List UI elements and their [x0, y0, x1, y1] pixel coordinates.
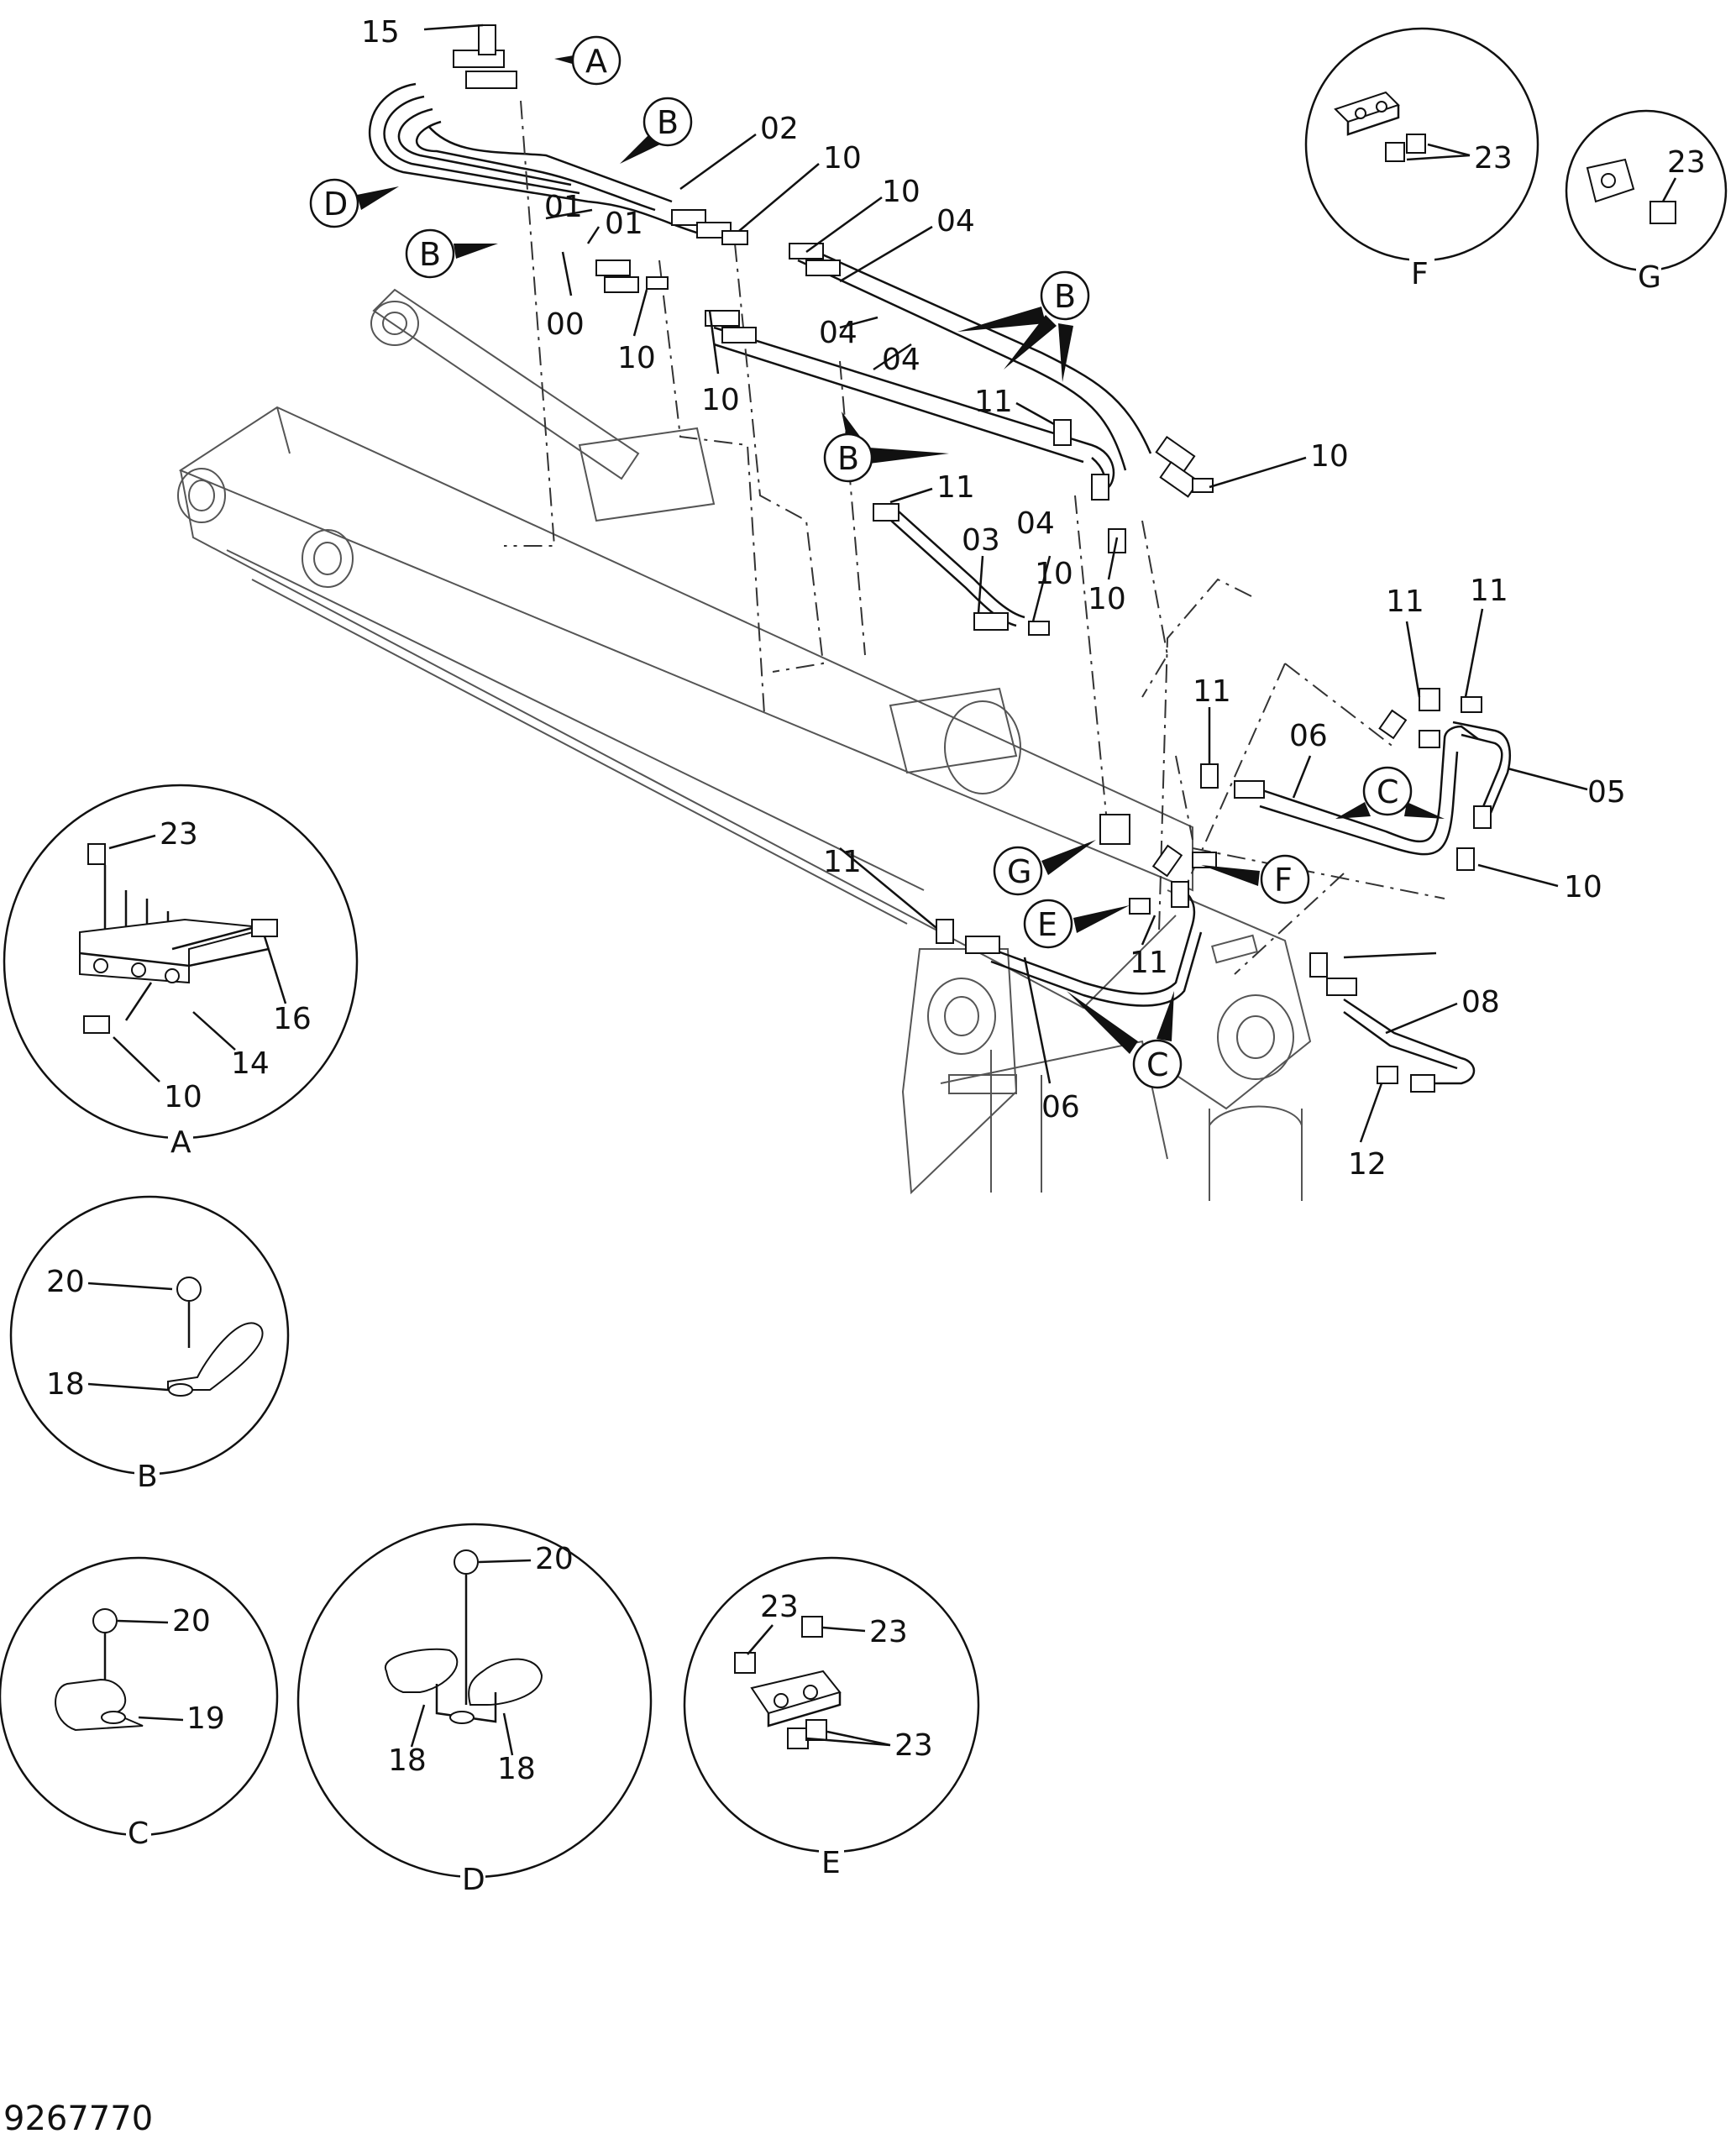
part-label: 10: [1035, 557, 1073, 591]
detail-ref-letter: A: [585, 43, 607, 80]
part-label: 11: [1386, 585, 1424, 619]
detail-E: 23 23 23 E: [683, 1556, 980, 1880]
part-label: 06: [1041, 1090, 1080, 1125]
detail-ref-B: B: [823, 412, 949, 483]
detail-ref-F: F: [1201, 854, 1310, 904]
detail-A-label: 14: [231, 1046, 270, 1081]
detail-ref-letter: C: [1146, 1046, 1169, 1083]
part-label: 10: [1088, 582, 1126, 616]
detail-letter: F: [1411, 257, 1429, 291]
leader-lines: [504, 100, 1445, 975]
detail-B: 20 18 B: [9, 1195, 290, 1494]
detail-A-label: 23: [160, 817, 198, 852]
label-leaders: [423, 24, 1588, 1143]
detail-ref-letter: C: [1377, 773, 1399, 810]
detail-ref-D: D: [309, 178, 399, 228]
detail-ref-B: B: [620, 97, 693, 164]
detail-B-label: 20: [46, 1265, 85, 1299]
detail-ref-letter: B: [1054, 278, 1076, 315]
detail-ref-C: C: [1067, 991, 1183, 1089]
part-label: 11: [936, 470, 975, 505]
part-label: 04: [936, 204, 975, 239]
drawing-number: 9267770: [3, 2100, 154, 2138]
detail-E-label: 23: [760, 1590, 799, 1624]
part-label: 03: [962, 523, 1000, 558]
detail-C-label: 20: [172, 1604, 211, 1638]
detail-ref-letter: D: [323, 186, 348, 223]
part-label: 10: [823, 141, 862, 176]
detail-A-label: 16: [273, 1002, 312, 1036]
part-label: 10: [701, 383, 740, 417]
detail-letter: G: [1638, 260, 1661, 295]
detail-F-label: 23: [1474, 141, 1513, 176]
part-labels: 15 02 10 10 04 01 01 00 10 10 04 04 11 1…: [361, 15, 1626, 1182]
detail-G-label: 23: [1667, 145, 1706, 180]
part-label: 10: [1564, 870, 1602, 904]
detail-ref-G: G: [993, 840, 1096, 896]
detail-ref-E: E: [1023, 899, 1130, 949]
detail-ref-letter: G: [1007, 853, 1031, 890]
detail-G: 23 G: [1565, 109, 1728, 295]
part-label: 05: [1587, 775, 1626, 810]
detail-ref-B: B: [957, 270, 1090, 382]
detail-letter: A: [170, 1125, 191, 1160]
part-label: 12: [1348, 1147, 1387, 1182]
detail-ref-letter: E: [1037, 906, 1057, 943]
part-label: 11: [1130, 946, 1168, 980]
detail-F: 23 F: [1304, 27, 1539, 291]
part-label: 10: [882, 175, 920, 209]
part-label: 15: [361, 15, 400, 50]
detail-letter: D: [462, 1863, 485, 1897]
detail-ref-B: B: [405, 228, 498, 279]
detail-C-label: 19: [186, 1701, 225, 1736]
detail-letter: E: [821, 1846, 841, 1880]
detail-letter: B: [137, 1460, 158, 1494]
detail-D: 20 18 18 D: [296, 1523, 653, 1897]
detail-A: 23 16 14 10 A: [3, 784, 359, 1160]
hose-routing: [368, 82, 1512, 1085]
detail-letter: C: [128, 1817, 149, 1851]
part-label: 06: [1289, 719, 1328, 753]
detail-ref-letter: B: [837, 440, 859, 477]
fittings: [453, 24, 1492, 1093]
part-label: 01: [605, 207, 643, 241]
part-label: 00: [546, 307, 585, 342]
detail-ref-letter: B: [657, 104, 679, 141]
part-label: 10: [1310, 439, 1349, 474]
detail-ref-C: C: [1335, 766, 1445, 819]
part-label: 08: [1461, 985, 1500, 1020]
detail-D-label: 20: [535, 1542, 574, 1576]
part-label: 11: [1470, 574, 1508, 608]
detail-B-label: 18: [46, 1367, 85, 1402]
detail-ref-A: A: [554, 35, 621, 86]
detail-D-label: 18: [497, 1752, 536, 1786]
detail-D-label: 18: [388, 1743, 427, 1778]
part-label: 04: [819, 316, 858, 350]
detail-E-label: 23: [869, 1615, 908, 1649]
part-label: 04: [1016, 506, 1055, 541]
part-label: 01: [544, 190, 583, 224]
detail-ref-letter: B: [419, 236, 441, 273]
detail-E-label: 23: [894, 1728, 933, 1763]
part-label: 02: [760, 112, 799, 146]
detail-C: 20 19 C: [0, 1556, 279, 1851]
detail-A-label: 10: [164, 1080, 202, 1114]
detail-ref-letter: F: [1274, 862, 1293, 899]
part-label: 11: [1193, 674, 1231, 709]
part-label: 11: [974, 385, 1013, 419]
part-label: 10: [617, 341, 656, 375]
